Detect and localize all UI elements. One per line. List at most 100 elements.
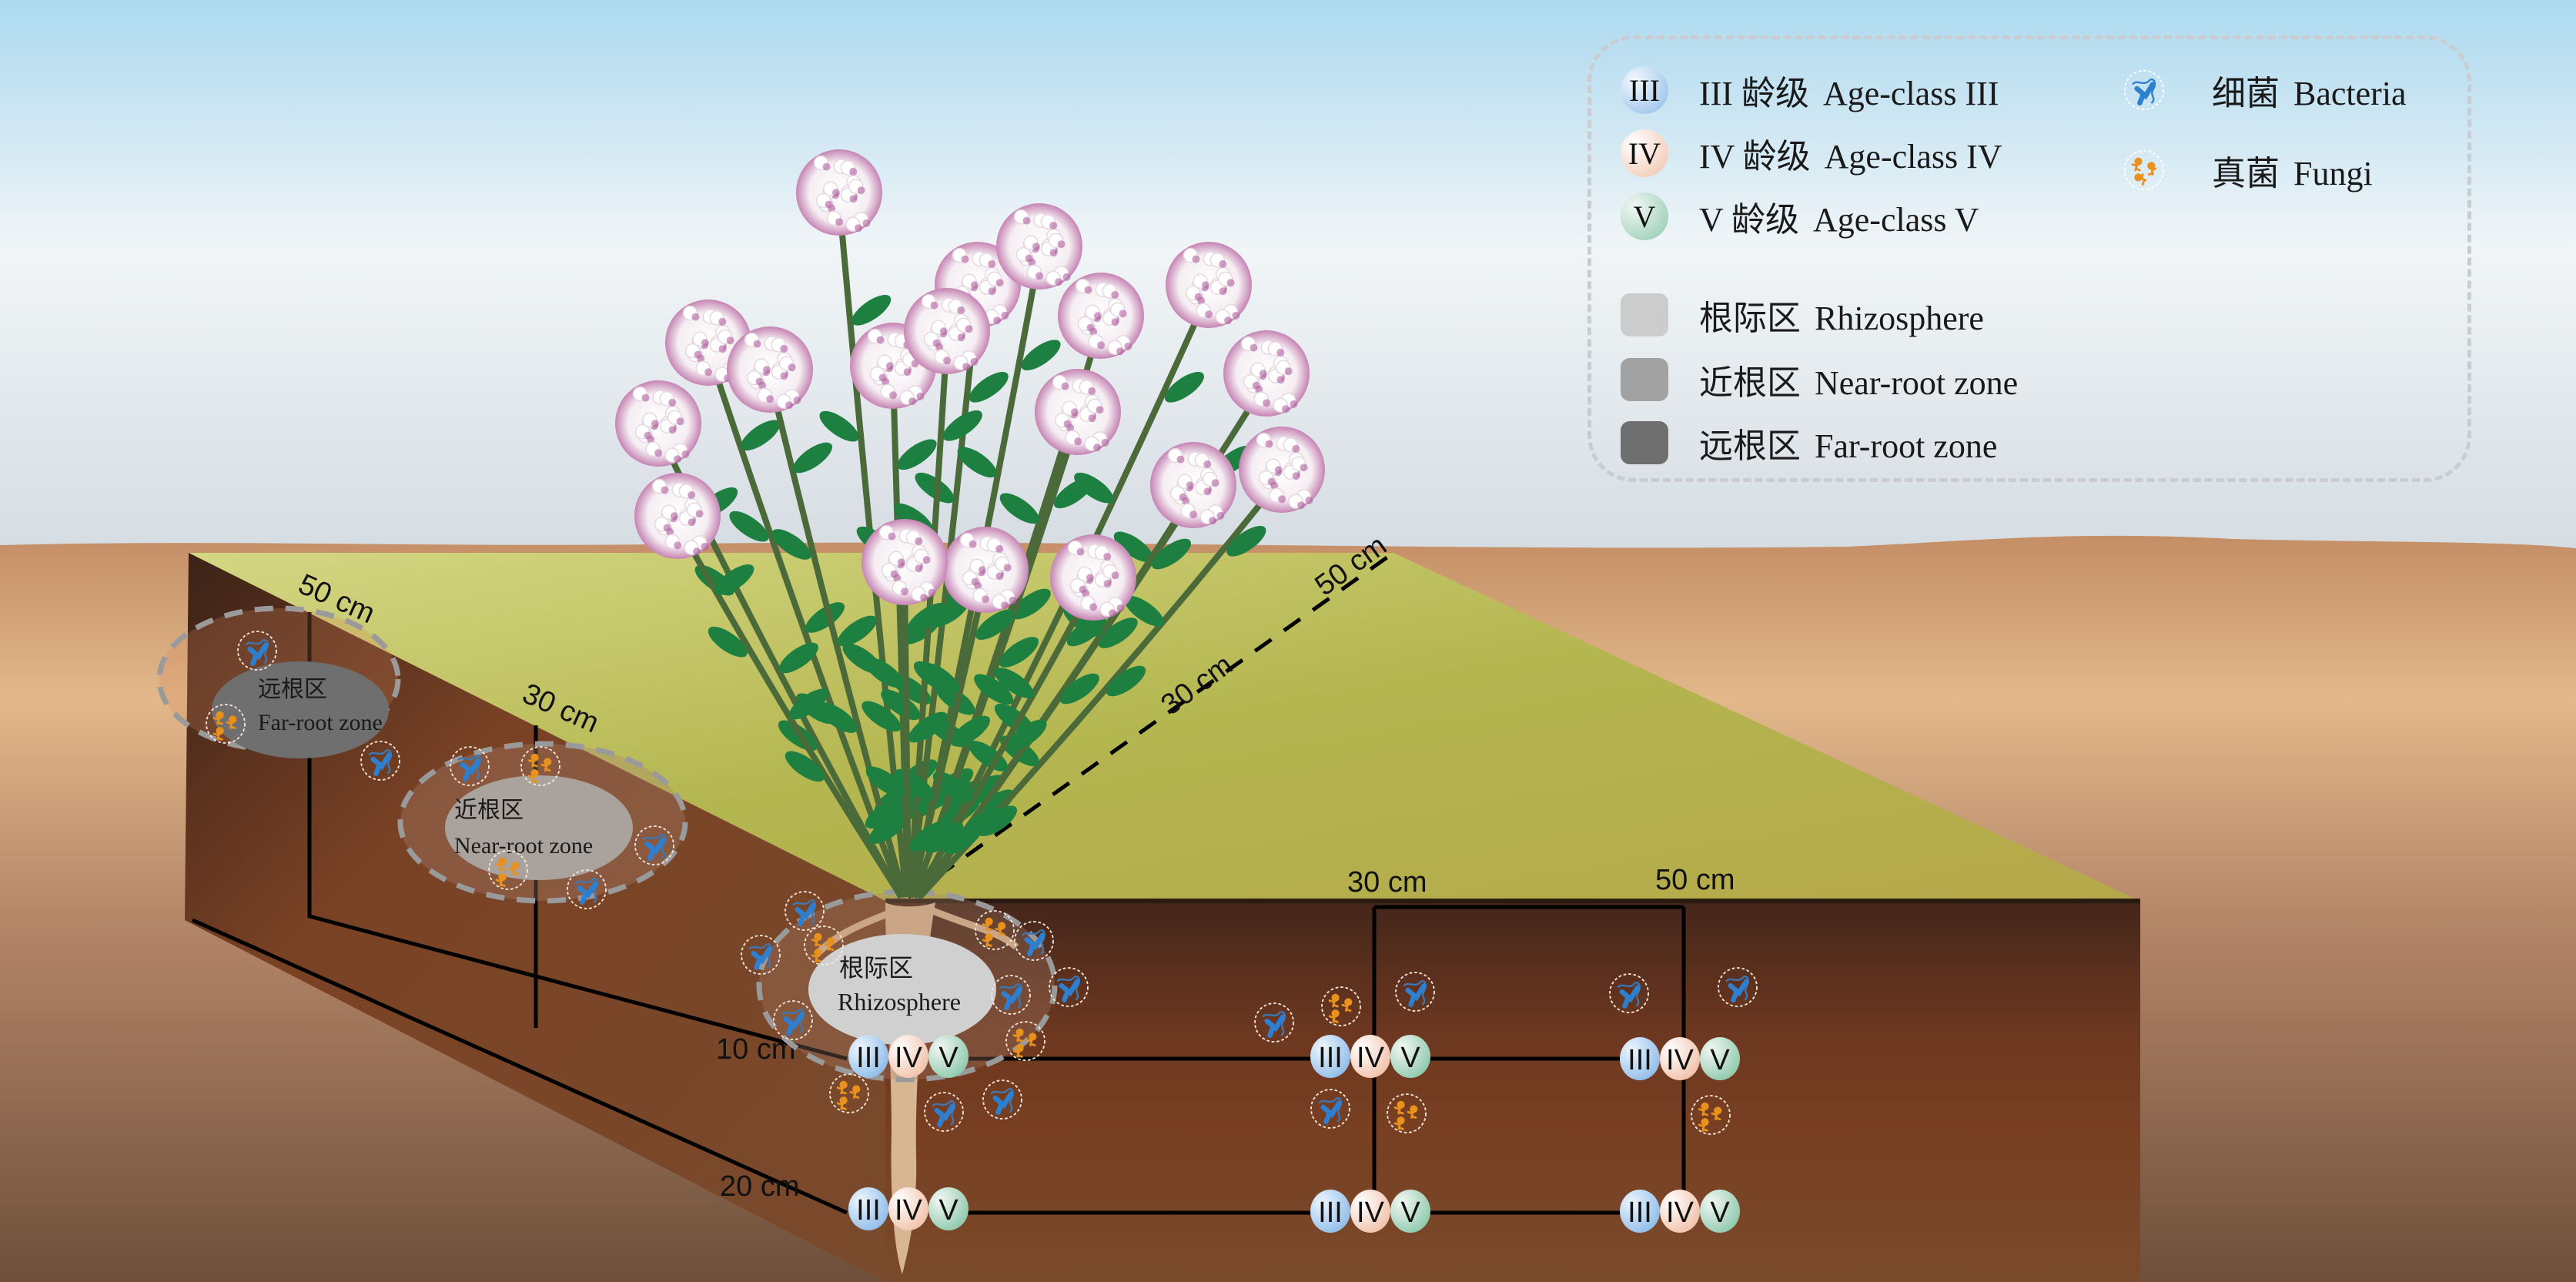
age-badge-iv bbox=[1350, 1035, 1390, 1078]
age-class-iii-cn: III 龄级 bbox=[1699, 75, 1809, 112]
flower-cluster bbox=[1058, 273, 1144, 359]
fungi-icon bbox=[1387, 1093, 1427, 1133]
fungi-icon bbox=[520, 746, 560, 786]
fungi-en: Fungi bbox=[2293, 155, 2373, 192]
near-root-zone-swatch bbox=[1621, 358, 1668, 401]
bacteria-icon bbox=[1310, 1089, 1350, 1129]
far-root-legend-en: Far-root zone bbox=[1815, 427, 1998, 465]
bacteria-en: Bacteria bbox=[2293, 75, 2407, 112]
plant-leaf bbox=[708, 626, 748, 658]
age-badge-iv-label: IV bbox=[1357, 1197, 1385, 1229]
age-badge-iv bbox=[1660, 1037, 1700, 1080]
plant-leaf bbox=[1021, 340, 1061, 370]
plant-leaf bbox=[957, 447, 997, 478]
bacteria-icon bbox=[1718, 967, 1758, 1007]
bacteria-icon bbox=[785, 891, 825, 931]
age-badge-v-label: V bbox=[1400, 1042, 1420, 1074]
age-badge-iii bbox=[1310, 1190, 1350, 1233]
plant-leaf bbox=[999, 493, 1039, 524]
plant-leaf bbox=[969, 741, 1009, 772]
diagonal-measure-line bbox=[907, 551, 1395, 899]
plant-leaf bbox=[1007, 719, 1047, 751]
age-badge-iii-label: III bbox=[856, 1194, 881, 1227]
fungi-icon bbox=[829, 1073, 869, 1113]
bacteria-icon bbox=[741, 935, 781, 975]
plant-leaf bbox=[908, 711, 948, 743]
bacteria-cn: 细菌 bbox=[2212, 75, 2280, 112]
flower-cluster bbox=[1166, 242, 1252, 328]
plant-stem bbox=[902, 569, 912, 898]
age-badge-v-label: V bbox=[938, 1042, 958, 1074]
legend-bacteria: 细菌 Bacteria bbox=[2123, 65, 2420, 115]
plant-leaf bbox=[1124, 595, 1164, 627]
flower-cluster bbox=[1150, 442, 1236, 528]
age-class-v-badge: V bbox=[1621, 192, 1668, 240]
bacteria-icon bbox=[1395, 972, 1435, 1012]
bacteria-icon bbox=[450, 746, 490, 786]
age-badge-iii bbox=[1620, 1190, 1660, 1233]
plant-leaf bbox=[999, 637, 1039, 668]
age-badge-iii bbox=[1310, 1035, 1350, 1078]
age-badge-v-label: V bbox=[938, 1194, 958, 1227]
rhizosphere-legend-en: Rhizosphere bbox=[1815, 300, 1984, 337]
plant-leaf bbox=[920, 662, 960, 694]
flower-cluster bbox=[1035, 369, 1121, 455]
flower-cluster bbox=[1239, 427, 1325, 513]
age-badge-iv bbox=[888, 1035, 928, 1078]
soil-block-top-grass bbox=[189, 553, 2140, 901]
plant-leaf bbox=[1106, 665, 1146, 697]
plant-leaf bbox=[924, 822, 964, 853]
bacteria-icon bbox=[991, 975, 1031, 1015]
flower-cluster bbox=[634, 473, 721, 559]
bacteria-icon bbox=[237, 631, 277, 671]
near-root-legend-cn: 近根区 bbox=[1699, 364, 1801, 402]
plant-leaf bbox=[969, 372, 1009, 403]
label-front-30cm: 30 cm bbox=[1347, 866, 1427, 899]
bacteria-icon bbox=[773, 1000, 813, 1040]
fungi-icon bbox=[1691, 1095, 1731, 1135]
plant-leaf bbox=[1113, 531, 1153, 563]
age-badge-iv-label: IV bbox=[1666, 1044, 1694, 1076]
age-badge-v bbox=[928, 1187, 969, 1230]
plant-leaf bbox=[1059, 673, 1099, 705]
bacteria-icon bbox=[634, 825, 674, 865]
plant-leaf bbox=[1164, 372, 1204, 403]
age-badge-iii-label: III bbox=[1628, 1197, 1652, 1229]
plant-leaf bbox=[861, 701, 902, 732]
fungi-cn: 真菌 bbox=[2212, 155, 2280, 192]
plant-leaf bbox=[837, 615, 878, 647]
age-badge-iv bbox=[888, 1187, 928, 1230]
rhizosphere-en: Rhizosphere bbox=[838, 988, 961, 1016]
plant-leaf bbox=[741, 420, 781, 451]
plant-leaf bbox=[771, 529, 811, 560]
age-badge-v-label: V bbox=[1400, 1197, 1420, 1229]
age-badge-iii bbox=[848, 1187, 888, 1230]
bacteria-icon bbox=[567, 869, 607, 909]
plant-leaf bbox=[851, 295, 892, 326]
age-badge-iv bbox=[1350, 1190, 1390, 1233]
age-class-v-en: Age-class V bbox=[1812, 201, 1979, 239]
soil-block-front-face bbox=[885, 901, 2140, 1282]
age-badge-v bbox=[1390, 1035, 1430, 1078]
age-badge-iii-label: III bbox=[1628, 1044, 1652, 1076]
age-badge-v bbox=[1700, 1037, 1740, 1080]
shrub-plant bbox=[615, 149, 1325, 899]
age-class-iii-badge: III bbox=[1621, 66, 1668, 114]
plant-leaf bbox=[819, 410, 859, 442]
plant-leaf bbox=[778, 642, 818, 674]
microbe-markers bbox=[206, 631, 1758, 1135]
age-badge-iii-label: III bbox=[856, 1042, 881, 1074]
flower-cluster bbox=[904, 288, 990, 374]
plant-leaf bbox=[1011, 588, 1051, 620]
bacteria-icon bbox=[1609, 973, 1649, 1013]
plant-leaf bbox=[1226, 526, 1266, 557]
